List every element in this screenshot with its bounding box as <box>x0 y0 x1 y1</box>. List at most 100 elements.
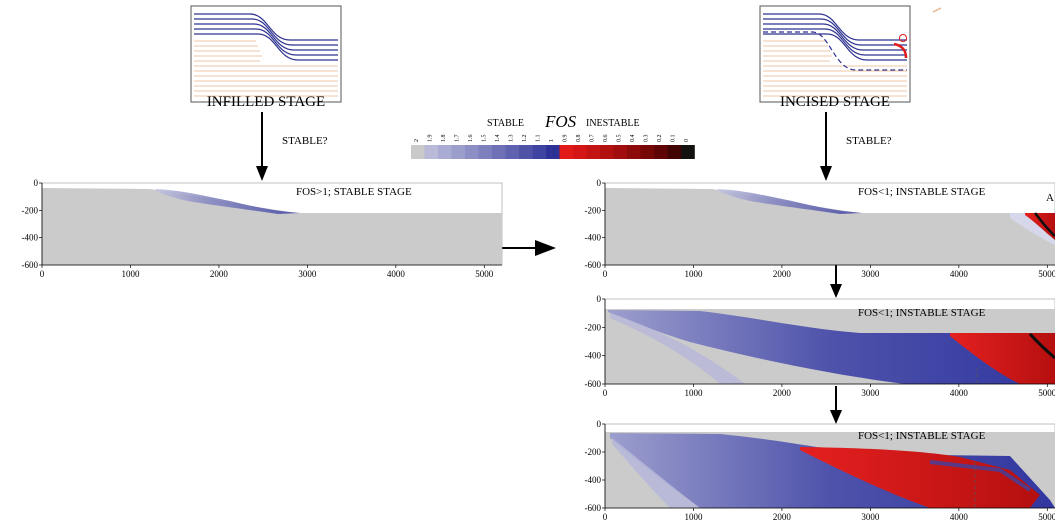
legend-swatch <box>465 145 479 159</box>
incised-question: STABLE? <box>846 135 892 147</box>
legend-swatch <box>640 145 655 159</box>
x-tick-label: 3000 <box>861 512 880 522</box>
x-tick-label: 4000 <box>950 269 969 279</box>
x-tick-label: 3000 <box>298 269 317 279</box>
panel-title: FOS<1; INSTABLE STAGE <box>858 307 986 319</box>
legend-swatch <box>613 145 628 159</box>
x-tick-label: 3000 <box>861 269 880 279</box>
legend-swatch <box>667 145 682 159</box>
x-tick-label: 2000 <box>210 269 229 279</box>
legend-tick-label: 0.5 <box>616 135 622 143</box>
failure-surface <box>1028 332 1055 360</box>
light-slip-band <box>612 438 700 508</box>
unstable-slip-zone <box>800 447 1040 508</box>
y-tick-label: 0 <box>597 294 602 304</box>
arrow-head-icon <box>830 410 842 424</box>
legend-swatch <box>573 145 587 159</box>
x-tick-label: 5000 <box>1038 388 1055 398</box>
x-tick-label: 4000 <box>387 269 406 279</box>
flow-arrows: STABLE? STABLE? <box>256 112 892 424</box>
x-tick-label: 1000 <box>121 269 140 279</box>
legend-tick-label: 1.4 <box>495 135 501 143</box>
light-slip-band <box>610 313 745 384</box>
x-tick-label: 3000 <box>861 388 880 398</box>
arrow-head-icon <box>820 166 832 181</box>
y-tick-label: -200 <box>585 447 602 457</box>
blue-inclusion <box>929 460 1032 492</box>
legend-swatch <box>681 145 695 159</box>
legend-tick-label: 1.6 <box>468 135 474 143</box>
sediment-layers <box>194 40 338 97</box>
x-tick-label: 2000 <box>773 269 792 279</box>
x-tick-label: 5000 <box>1038 512 1055 522</box>
decorative-stroke <box>932 7 942 13</box>
legend-tick-label: 1.9 <box>427 135 433 143</box>
panel-stable-stage: FOS>1; STABLE STAGE <box>41 182 503 266</box>
y-tick-label: -200 <box>585 322 602 332</box>
sediment-layers <box>763 40 907 97</box>
y-tick-label: -600 <box>585 379 602 389</box>
x-tick-label: 2000 <box>773 512 792 522</box>
legend-swatch <box>492 145 506 159</box>
y-tick-label: 0 <box>597 419 602 429</box>
legend-tick-label: 0.7 <box>589 135 595 143</box>
blue-strata <box>763 13 907 71</box>
panel-title: FOS<1; INSTABLE STAGE <box>858 430 986 442</box>
x-tick-label: 4000 <box>950 388 969 398</box>
x-tick-label: 0 <box>603 388 608 398</box>
stable-slip-zone <box>608 310 1055 384</box>
terrain-profile <box>42 188 502 265</box>
arrow-head-icon <box>535 240 556 256</box>
x-tick-label: 1000 <box>684 512 703 522</box>
legend-swatch <box>559 145 574 159</box>
failure-surface <box>1034 212 1055 237</box>
y-tick-label: 0 <box>34 178 39 188</box>
legend-swatch <box>411 145 425 159</box>
legend-swatch <box>438 145 452 159</box>
legend-tick-label: 2 <box>414 139 420 142</box>
schematic-incised: INCISED STAGE <box>759 5 911 110</box>
x-tick-label: 1000 <box>684 388 703 398</box>
y-tick-label: -400 <box>22 233 39 243</box>
y-tick-label: -200 <box>22 205 39 215</box>
legend-tick-label: 0.9 <box>562 135 568 143</box>
legend-tick-label: 0.2 <box>657 135 663 143</box>
panel-title: FOS>1; STABLE STAGE <box>296 186 412 198</box>
legend-swatch <box>505 145 520 159</box>
legend-swatch <box>519 145 533 159</box>
blue-strata <box>194 13 338 61</box>
legend-swatch <box>478 145 493 159</box>
x-tick-label: 5000 <box>475 269 494 279</box>
panel-instable-stage-1: FOS<1; INSTABLE STAGE A <box>604 182 1055 266</box>
legend-tick-label: 1.2 <box>522 135 528 143</box>
legend-tick-label: 1 <box>549 139 555 142</box>
legend-swatch <box>586 145 601 159</box>
x-tick-label: 0 <box>603 269 608 279</box>
legend-tick-label: 0.6 <box>603 135 609 143</box>
x-tick-label: 1000 <box>684 269 703 279</box>
legend-tick-label: 1.5 <box>481 135 487 143</box>
x-tick-label: 5000 <box>1038 269 1055 279</box>
legend-swatch <box>451 145 466 159</box>
panel-instable-stage-3: FOS<1; INSTABLE STAGE <box>604 423 1055 509</box>
legend-tick-label: 0 <box>684 139 690 142</box>
y-tick-label: -200 <box>585 205 602 215</box>
stable-slip-zone <box>155 189 300 214</box>
infilled-label: INFILLED STAGE <box>207 94 325 110</box>
arrow-head-icon <box>830 284 842 298</box>
panel-title: FOS<1; INSTABLE STAGE <box>858 186 986 198</box>
legend-tick-label: 1.1 <box>535 135 541 143</box>
panel-instable-stage-2: FOS<1; INSTABLE STAGE <box>604 298 1055 385</box>
y-tick-label: -400 <box>585 233 602 243</box>
failure-marker-icon <box>899 34 907 42</box>
terrain-profile <box>605 188 1055 265</box>
unstable-slip-zone <box>1025 213 1055 240</box>
arrow-head-icon <box>256 166 268 181</box>
infilled-question: STABLE? <box>282 135 328 147</box>
legend-swatch <box>654 145 668 159</box>
y-tick-label: -400 <box>585 475 602 485</box>
x-tick-label: 2000 <box>773 388 792 398</box>
